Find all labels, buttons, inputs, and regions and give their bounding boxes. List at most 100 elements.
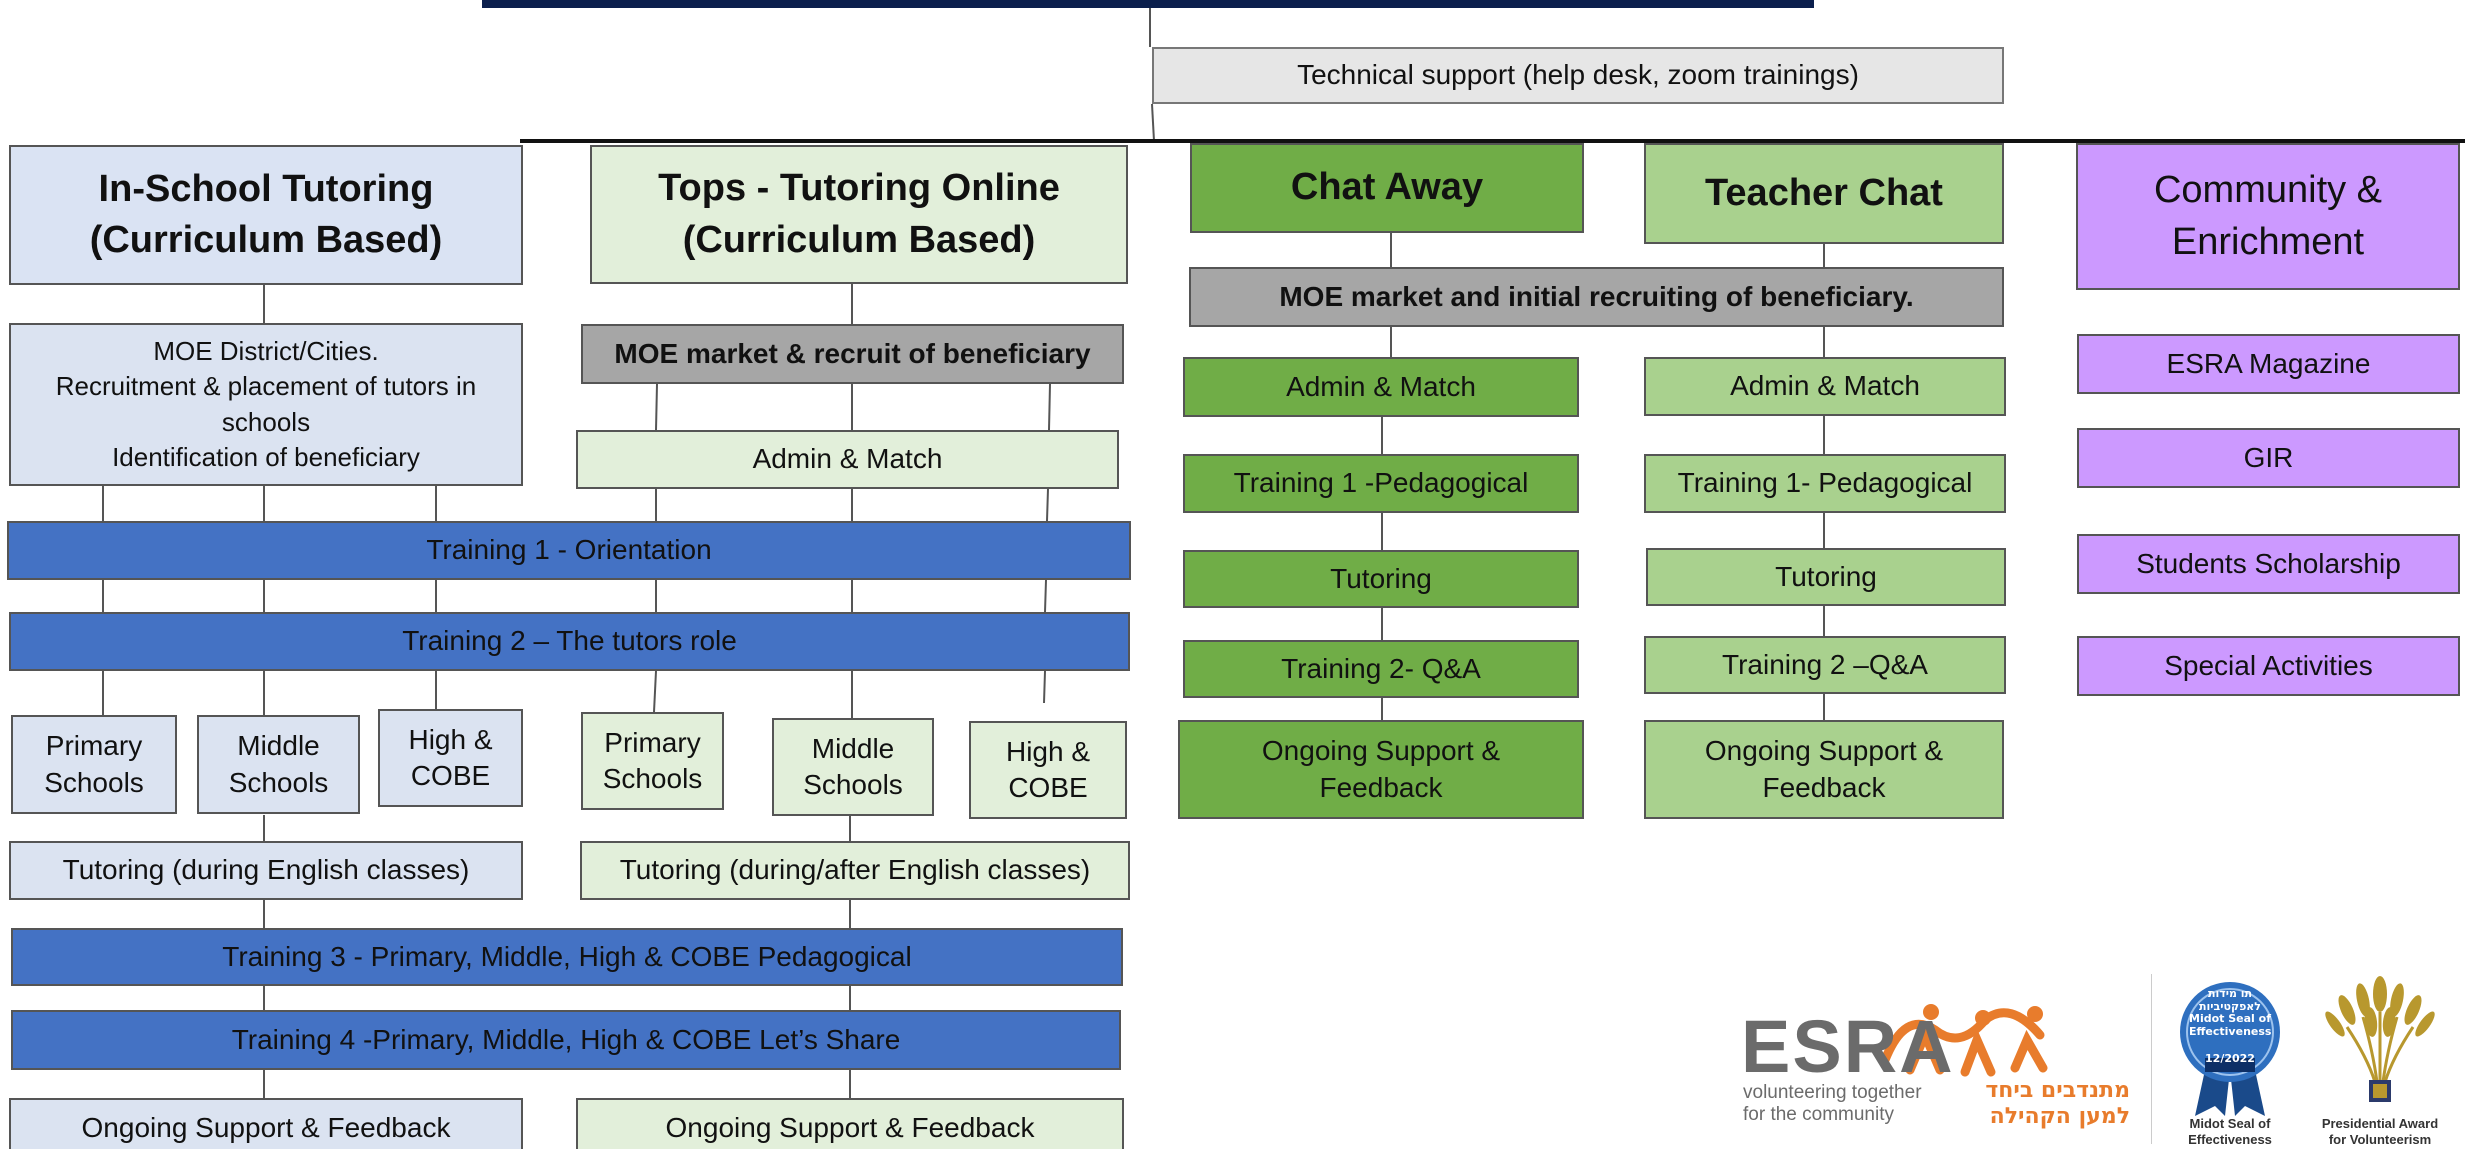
chat-away-admin-match-box: Admin & Match — [1183, 357, 1579, 417]
esra-hebrew-line2: למען הקהילה — [1989, 1104, 2130, 1130]
teacher-chat-training-1-box: Training 1- Pedagogical — [1644, 454, 2006, 513]
midot-badge-icon — [2180, 982, 2280, 1116]
tech-support-label: Technical support (help desk, zoom train… — [1297, 59, 1859, 91]
teacher-chat-ongoing-line2: Feedback — [1762, 771, 1886, 803]
chat-away-training-2-box: Training 2- Q&A — [1183, 640, 1579, 698]
in-school-moe-line3: schools — [221, 406, 311, 437]
tops-high-line2: COBE — [1008, 772, 1088, 803]
chat-away-ongoing-line1: Ongoing Support & — [1261, 735, 1501, 767]
tops-tutoring-label: Tutoring (during/after English classes) — [619, 854, 1091, 886]
midot-badge-line2: לאפקטיביות — [2199, 999, 2261, 1013]
top-bar — [482, 0, 1814, 8]
community-item-gir: GIR — [2077, 428, 2460, 488]
teacher-chat-training-1-label: Training 1- Pedagogical — [1677, 467, 1973, 499]
presidential-caption-line1: Presidential Award — [2321, 1116, 2439, 1131]
teacher-chat-ongoing-line1: Ongoing Support & — [1704, 735, 1944, 767]
tops-admin-match-box: Admin & Match — [576, 430, 1119, 489]
in-school-ongoing-box: Ongoing Support & Feedback — [9, 1098, 523, 1149]
midot-badge-line4: Effectiveness — [2189, 1024, 2272, 1038]
community-item-students-scholarship: Students Scholarship — [2077, 534, 2460, 594]
logo-divider — [2151, 974, 2152, 1144]
tops-title-line2: (Curriculum Based) — [682, 218, 1036, 261]
tops-header: Tops - Tutoring Online (Curriculum Based… — [590, 145, 1128, 284]
esra-tagline: volunteering together for the community — [1743, 1082, 1973, 1126]
midot-caption-line1: Midot Seal of — [2189, 1116, 2271, 1131]
presidential-award: Presidential Award for Volunteerism — [2305, 970, 2455, 1149]
midot-caption-line2: Effectiveness — [2188, 1131, 2272, 1147]
in-school-primary-box: Primary Schools — [11, 715, 177, 814]
tech-support-box: Technical support (help desk, zoom train… — [1152, 47, 2004, 104]
community-item-esra-magazine: ESRA Magazine — [2077, 334, 2460, 394]
in-school-primary-line2: Schools — [44, 766, 144, 798]
tops-moe-box: MOE market & recruit of beneficiary — [581, 324, 1124, 384]
tops-high-box: High & COBE — [969, 721, 1127, 819]
chat-away-training-1-label: Training 1 -Pedagogical — [1233, 467, 1529, 499]
in-school-moe-line2: Recruitment & placement of tutors in — [55, 371, 477, 402]
training-2-tutors-role-bar: Training 2 – The tutors role — [9, 612, 1130, 671]
training-1-orientation-bar: Training 1 - Orientation — [7, 521, 1131, 580]
teacher-chat-admin-match-label: Admin & Match — [1730, 370, 1920, 402]
esra-tagline-line1: volunteering together — [1743, 1082, 1922, 1103]
in-school-middle-line1: Middle — [237, 730, 320, 762]
tops-middle-box: Middle Schools — [772, 718, 934, 816]
teacher-chat-header: Teacher Chat — [1644, 143, 2004, 244]
community-header: Community & Enrichment — [2076, 143, 2460, 290]
in-school-header: In-School Tutoring (Curriculum Based) — [9, 145, 523, 285]
community-title-line1: Community & — [2153, 169, 2383, 212]
tops-primary-line2: Schools — [602, 763, 703, 794]
in-school-middle-line2: Schools — [228, 766, 329, 798]
esra-hebrew-tagline: מתנדבים ביחד למען הקהילה — [1950, 1078, 2130, 1131]
esra-hebrew-line1: מתנדבים ביחד — [1985, 1078, 2130, 1103]
in-school-tutoring-box: Tutoring (during English classes) — [9, 841, 523, 900]
tops-ongoing-box: Ongoing Support & Feedback — [576, 1098, 1124, 1149]
in-school-high-box: High & COBE — [378, 709, 523, 807]
teacher-chat-training-2-box: Training 2 –Q&A — [1644, 636, 2006, 694]
tops-moe-label: MOE market & recruit of beneficiary — [614, 337, 1091, 369]
in-school-ongoing-label: Ongoing Support & Feedback — [81, 1111, 451, 1143]
midot-caption: Midot Seal of Effectiveness — [2175, 1116, 2285, 1147]
tops-tutoring-box: Tutoring (during/after English classes) — [580, 841, 1130, 900]
tops-high-line1: High & — [1005, 735, 1091, 767]
in-school-moe-line1: MOE District/Cities. — [153, 336, 379, 367]
in-school-moe-box: MOE District/Cities. Recruitment & place… — [9, 323, 523, 486]
chat-away-tutoring-box: Tutoring — [1183, 550, 1579, 608]
in-school-moe-line4: Identification of beneficiary — [112, 441, 420, 472]
in-school-title-line2: (Curriculum Based) — [89, 219, 443, 261]
chat-away-admin-match-label: Admin & Match — [1286, 370, 1476, 402]
midot-badge-date: 12/2022 — [2205, 1051, 2255, 1065]
training-4-lets-share-bar: Training 4 -Primary, Middle, High & COBE… — [11, 1010, 1121, 1070]
tops-primary-box: Primary Schools — [581, 712, 724, 810]
midot-seal: תו מידות לאפקטיביות Midot Seal of Effect… — [2175, 970, 2285, 1149]
chat-moe-label: MOE market and initial recruiting of ben… — [1279, 280, 1914, 312]
in-school-title-line1: In-School Tutoring — [98, 167, 434, 210]
presidential-caption-line2: for Volunteerism — [2328, 1131, 2432, 1147]
community-title-line2: Enrichment — [2171, 220, 2365, 263]
logos-area: ESRA volunteering together for the commu… — [1735, 970, 2460, 1149]
community-item-label: Students Scholarship — [2136, 547, 2401, 579]
in-school-high-line1: High & — [408, 723, 493, 755]
training-2-label: Training 2 – The tutors role — [402, 625, 737, 657]
community-item-label: GIR — [2243, 441, 2294, 473]
training-3-pedagogical-bar: Training 3 - Primary, Middle, High & COB… — [11, 928, 1123, 986]
community-item-label: ESRA Magazine — [2166, 347, 2371, 379]
in-school-high-line2: COBE — [410, 760, 491, 791]
in-school-middle-box: Middle Schools — [197, 715, 360, 814]
community-item-special-activities: Special Activities — [2077, 636, 2460, 696]
tops-title-line1: Tops - Tutoring Online — [658, 167, 1060, 210]
chat-away-ongoing-box: Ongoing Support & Feedback — [1178, 720, 1584, 819]
tops-middle-line1: Middle — [811, 732, 895, 764]
in-school-tutoring-label: Tutoring (during English classes) — [62, 854, 470, 886]
training-4-label: Training 4 -Primary, Middle, High & COBE… — [231, 1023, 901, 1055]
training-1-label: Training 1 - Orientation — [426, 534, 712, 566]
chat-away-training-1-box: Training 1 -Pedagogical — [1183, 454, 1579, 513]
midot-badge-text: תו מידות לאפקטיביות Midot Seal of Effect… — [2189, 987, 2272, 1065]
chat-away-tutoring-label: Tutoring — [1330, 562, 1432, 594]
esra-wordmark: ESRA — [1741, 1005, 1955, 1088]
teacher-chat-ongoing-box: Ongoing Support & Feedback — [1644, 720, 2004, 819]
teacher-chat-admin-match-box: Admin & Match — [1644, 357, 2006, 416]
esra-tagline-line2: for the community — [1743, 1103, 1894, 1125]
tops-ongoing-label: Ongoing Support & Feedback — [665, 1111, 1035, 1143]
presidential-caption: Presidential Award for Volunteerism — [2305, 1116, 2455, 1147]
